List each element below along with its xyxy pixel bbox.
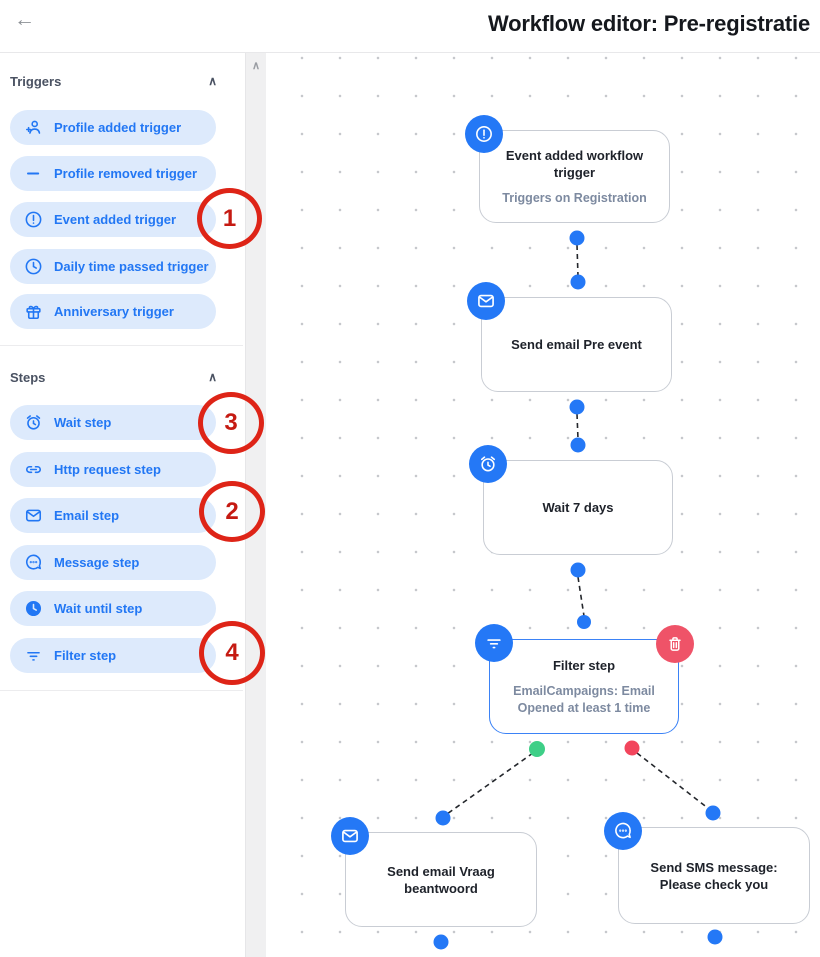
page-title: Workflow editor: Pre-registratie bbox=[487, 11, 810, 36]
annotation-number: 3 bbox=[224, 409, 238, 436]
node-send-email-vraag-beantwoord[interactable]: Send email Vraag beantwoord bbox=[331, 817, 537, 927]
sidebar-item-wait-step[interactable]: Wait step bbox=[10, 405, 216, 440]
sidebar-item-daily-time-passed-trigger[interactable]: Daily time passed trigger bbox=[10, 249, 216, 284]
header: ← Workflow editor: Pre-registratie bbox=[0, 0, 820, 53]
envelope-icon bbox=[467, 282, 505, 320]
sidebar-divider bbox=[0, 345, 243, 346]
annotation-number: 2 bbox=[225, 497, 239, 525]
node-title: Wait 7 days bbox=[542, 500, 614, 515]
node-title: Send email Pre event bbox=[511, 337, 642, 352]
node-send-sms-message[interactable]: Send SMS message: Please check you bbox=[604, 812, 810, 924]
node-filter-step[interactable]: Filter step EmailCampaigns: Email Opened… bbox=[475, 624, 694, 734]
chevron-up-icon: ∧ bbox=[208, 370, 217, 384]
envelope-icon bbox=[331, 817, 369, 855]
node-event-added-trigger[interactable]: Event added workflow trigger Triggers on… bbox=[465, 115, 670, 223]
node-subtitle: Triggers on Registration bbox=[502, 190, 647, 205]
sidebar-item-anniversary-trigger[interactable]: Anniversary trigger bbox=[10, 294, 216, 329]
sidebar-item-filter-step[interactable]: Filter step bbox=[10, 638, 216, 673]
chat-bubble-icon bbox=[604, 812, 642, 850]
chat-bubble-icon bbox=[23, 552, 44, 573]
filter-icon bbox=[475, 624, 513, 662]
sidebar-item-label: Profile removed trigger bbox=[54, 166, 198, 181]
sidebar-item-label: Filter step bbox=[54, 648, 117, 663]
annotation-circle-2: 2 bbox=[199, 481, 265, 542]
triggers-section-label: Triggers bbox=[10, 73, 62, 89]
sidebar-item-wait-until-step[interactable]: Wait until step bbox=[10, 591, 216, 626]
link-icon bbox=[23, 459, 44, 480]
sidebar-item-label: Wait until step bbox=[54, 601, 143, 616]
minus-icon bbox=[23, 163, 44, 184]
gift-icon bbox=[23, 301, 44, 322]
sidebar-item-event-added-trigger[interactable]: Event added trigger bbox=[10, 202, 216, 237]
sidebar-item-label: Daily time passed trigger bbox=[54, 259, 209, 274]
node-subtitle: EmailCampaigns: Email Opened at least 1 … bbox=[513, 683, 655, 715]
sidebar-item-label: Wait step bbox=[54, 415, 112, 430]
sidebar-item-label: Anniversary trigger bbox=[54, 304, 174, 319]
back-arrow-icon[interactable]: ← bbox=[14, 8, 35, 31]
sidebar-item-label: Http request step bbox=[54, 462, 161, 477]
node-wait-7-days[interactable]: Wait 7 days bbox=[469, 445, 673, 555]
sidebar-item-message-step[interactable]: Message step bbox=[10, 545, 216, 580]
triggers-section-header[interactable]: Triggers ∧ bbox=[10, 72, 229, 90]
alarm-clock-icon bbox=[469, 445, 507, 483]
filter-icon bbox=[23, 645, 44, 666]
sidebar-item-http-request-step[interactable]: Http request step bbox=[10, 452, 216, 487]
clock-icon bbox=[23, 256, 44, 277]
sidebar-item-label: Email step bbox=[54, 508, 120, 523]
envelope-icon bbox=[23, 505, 44, 526]
person-add-icon bbox=[23, 117, 44, 138]
sidebar-item-email-step[interactable]: Email step bbox=[10, 498, 216, 533]
node-send-email-pre-event[interactable]: Send email Pre event bbox=[467, 282, 672, 392]
alarm-clock-icon bbox=[23, 412, 44, 433]
node-title: Send email Vraag beantwoord bbox=[387, 863, 495, 896]
steps-section-label: Steps bbox=[10, 369, 46, 385]
scroll-up-icon[interactable]: ∧ bbox=[251, 60, 261, 72]
node-title: Event added workflow trigger bbox=[505, 147, 644, 180]
node-title: Send SMS message: Please check you bbox=[650, 859, 778, 892]
chevron-up-icon: ∧ bbox=[208, 74, 217, 88]
sidebar-item-profile-removed-trigger[interactable]: Profile removed trigger bbox=[10, 156, 216, 191]
sidebar-item-profile-added-trigger[interactable]: Profile added trigger bbox=[10, 110, 216, 145]
sidebar-item-label: Event added trigger bbox=[54, 212, 177, 227]
annotation-number: 4 bbox=[225, 639, 239, 666]
delete-node-button[interactable] bbox=[656, 625, 694, 663]
exclamation-circle-icon bbox=[465, 115, 503, 153]
node-title: Filter step bbox=[552, 657, 616, 673]
annotation-circle-4: 4 bbox=[199, 621, 265, 685]
annotation-circle-1: 1 bbox=[197, 188, 262, 249]
exclamation-circle-icon bbox=[23, 209, 44, 230]
annotation-circle-3: 3 bbox=[198, 392, 264, 454]
sidebar-item-label: Message step bbox=[54, 555, 140, 570]
sidebar-item-label: Profile added trigger bbox=[54, 120, 182, 135]
steps-section-header[interactable]: Steps ∧ bbox=[10, 368, 229, 386]
annotation-number: 1 bbox=[222, 204, 237, 232]
clock-filled-icon bbox=[23, 598, 44, 619]
sidebar-divider bbox=[0, 690, 243, 691]
